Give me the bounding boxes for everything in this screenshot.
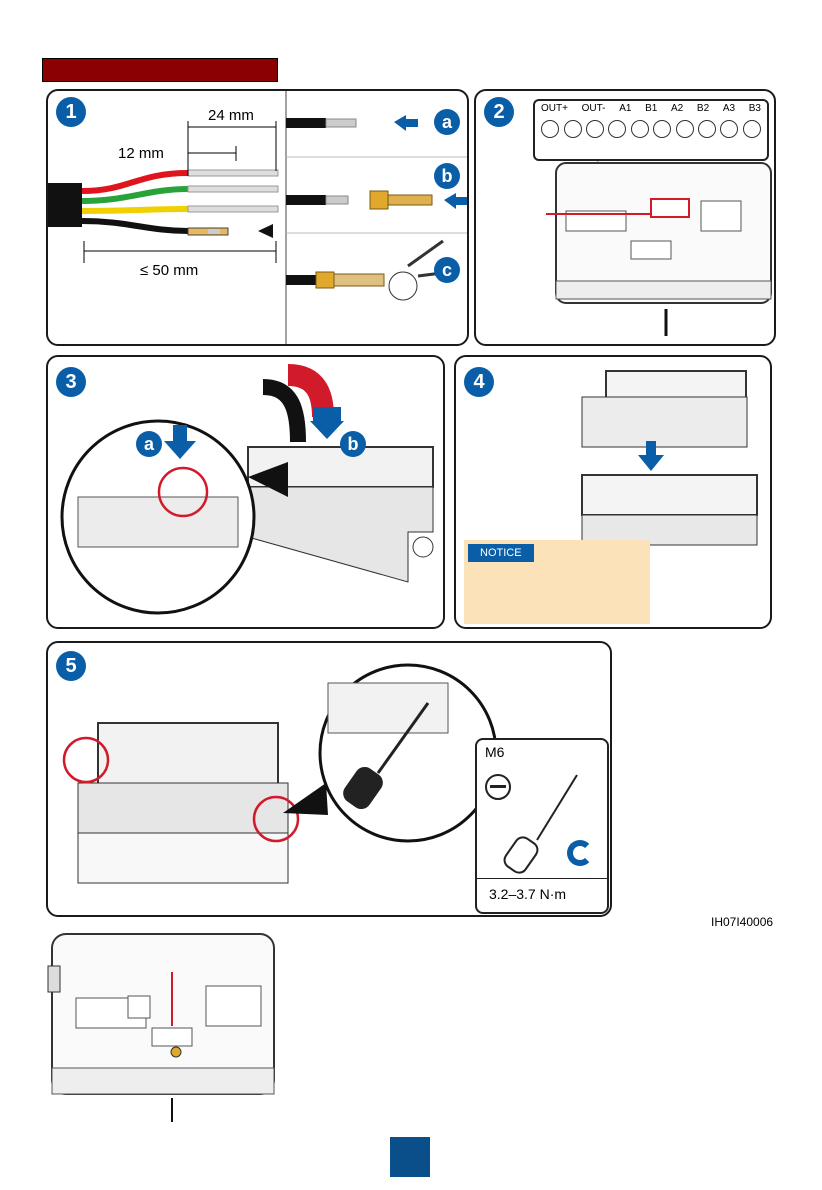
figure-id: IH07I40006 <box>711 915 773 929</box>
substep-a: a <box>434 109 460 135</box>
device-enclosure-drawing <box>476 91 776 346</box>
wire-insert-drawing <box>48 357 445 629</box>
device-final-drawing <box>46 928 282 1124</box>
step-number-5: 5 <box>56 651 86 681</box>
tool-spec-box: M6 3.2–3.7 N·m <box>475 738 609 914</box>
cable-strip-diagram <box>48 91 469 346</box>
panel-step-5: 5 M6 3.2–3.7 N·m <box>46 641 612 917</box>
rotate-clockwise-icon <box>567 840 593 866</box>
section-title-bar <box>42 58 278 82</box>
notice-label: NOTICE <box>468 544 534 562</box>
page-marker <box>390 1137 430 1177</box>
substep-b: b <box>434 163 460 189</box>
dimension-24mm: 24 mm <box>208 107 254 124</box>
step-number-4: 4 <box>464 367 494 397</box>
torque-label: 3.2–3.7 N·m <box>489 886 566 902</box>
dimension-12mm: 12 mm <box>118 145 164 162</box>
panel-step-4: 4 NOTICE <box>454 355 772 629</box>
step-number-2: 2 <box>484 97 514 127</box>
dimension-50mm: ≤ 50 mm <box>140 262 198 279</box>
step-number-3: 3 <box>56 367 86 397</box>
substep-a: a <box>136 431 162 457</box>
step-number-1: 1 <box>56 97 86 127</box>
substep-b: b <box>340 431 366 457</box>
substep-c: c <box>434 257 460 283</box>
notice-box: NOTICE <box>464 540 650 624</box>
panel-step-3: 3 a b <box>46 355 445 629</box>
panel-step-1: 1 <box>46 89 469 346</box>
